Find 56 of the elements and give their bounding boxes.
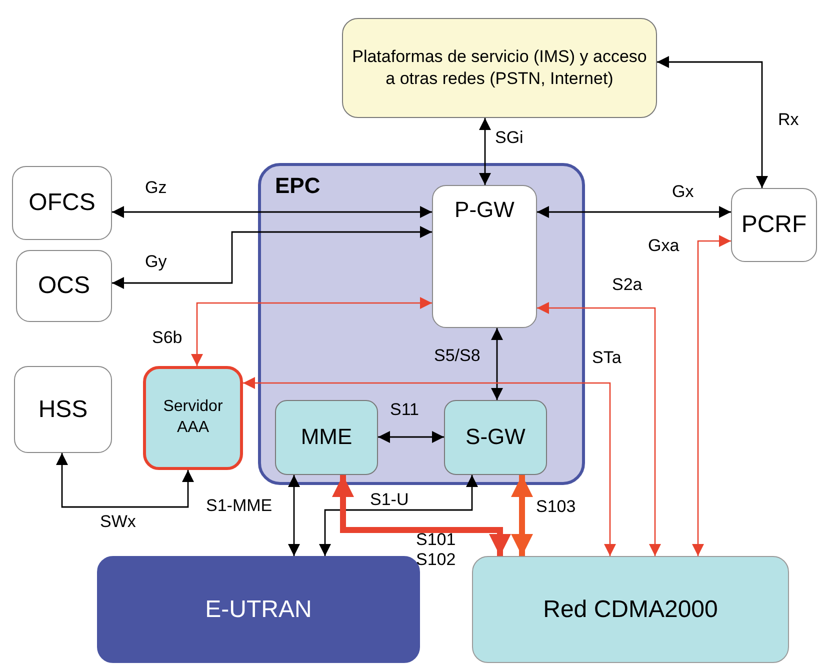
node-label: S-GW: [466, 423, 526, 452]
arrow: [537, 206, 731, 218]
edge-label: S1-MME: [206, 496, 272, 516]
network-element-box: [16, 250, 112, 322]
edge-label: Gy: [145, 252, 167, 272]
arrow: [243, 377, 616, 556]
arrow: [112, 206, 432, 218]
edge-label: S1-U: [370, 490, 409, 510]
node-label: E-UTRAN: [205, 594, 312, 625]
edge-label: S5/S8: [434, 346, 480, 366]
arrow: [191, 297, 432, 366]
gateway-box: [444, 400, 547, 475]
arrow: [319, 475, 478, 556]
thick-arrow: [332, 475, 511, 556]
gateway-box: [432, 185, 537, 328]
node-label: OFCS: [28, 188, 96, 218]
edge-label: SGi: [495, 128, 524, 148]
service-platform-box: [342, 18, 657, 118]
node-label: PCRF: [741, 210, 807, 240]
arrow: [378, 431, 444, 443]
node-label: OCS: [38, 271, 90, 302]
node-label: HSS: [38, 394, 88, 425]
node-label: MME: [300, 423, 352, 452]
arrow: [491, 328, 503, 400]
edge-label: S103: [536, 497, 576, 518]
edge-label: SWx: [100, 512, 136, 532]
arrow: [537, 302, 661, 556]
edge-label: Gx: [672, 182, 694, 202]
arrow: [288, 475, 300, 556]
server-box: [143, 366, 243, 470]
core-container: [258, 163, 585, 485]
node-label: EPC: [275, 172, 320, 200]
node-label: Servidor AAA: [162, 397, 224, 438]
edge-label: S101: [416, 530, 456, 550]
network-element-box: [12, 166, 112, 240]
thick-arrow: [511, 475, 533, 556]
arrow: [479, 118, 491, 185]
edge-label: S2a: [612, 275, 642, 296]
network-element-box: [731, 188, 817, 262]
access-network-box: [472, 556, 789, 663]
edge-label: Gxa: [648, 236, 680, 256]
arrow: [692, 235, 731, 556]
node-label: Plataformas de servicio (IMS) y acceso a otras redes (PSTN, Internet): [351, 46, 648, 90]
edge-label: Rx: [778, 110, 799, 130]
edge-label: Gz: [145, 178, 167, 198]
edge-label: S11: [390, 400, 419, 420]
edge-label: S6b: [152, 328, 182, 348]
node-label: P-GW: [454, 196, 514, 224]
arrow: [657, 56, 768, 188]
arrow: [112, 226, 432, 289]
interface-label: S102: [416, 550, 456, 570]
network-element-box: [275, 400, 378, 475]
network-element-box: [14, 366, 112, 453]
arrow: [56, 453, 194, 508]
node-label: Red CDMA2000: [543, 594, 718, 625]
edge-label: STa: [592, 348, 622, 368]
